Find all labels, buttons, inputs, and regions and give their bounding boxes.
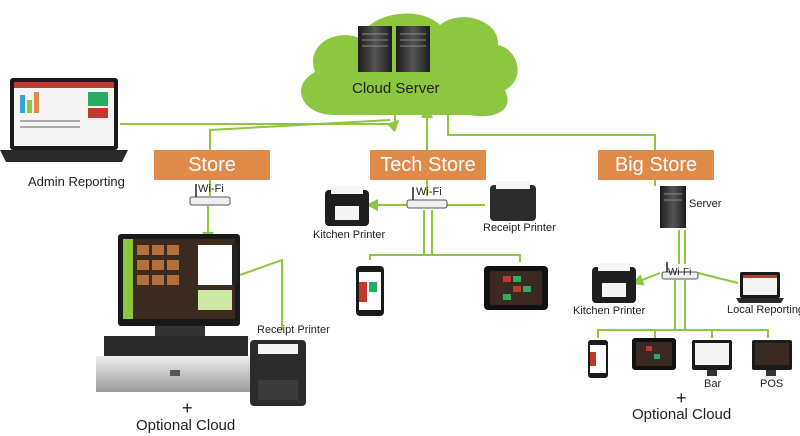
cloud-server-label: Cloud Server (352, 80, 440, 97)
wifi-router-icon (406, 187, 448, 209)
phone-icon (356, 266, 384, 316)
tech-store-box: Tech Store (370, 150, 486, 180)
store-receipt-printer-label: Receipt Printer (257, 324, 330, 336)
store-optional-cloud-label: Optional Cloud (136, 417, 236, 434)
big-store-wifi-label: Wi-Fi (668, 267, 692, 278)
big-store-optional-cloud-label: Optional Cloud (632, 406, 732, 423)
admin-reporting-label: Admin Reporting (28, 174, 125, 189)
big-store-local-reporting-label: Local Reporting (727, 304, 800, 316)
cloud-server-icon (301, 13, 518, 117)
store-wifi-label: Wi-Fi (198, 183, 224, 195)
server-icon (660, 186, 686, 228)
kitchen-printer-icon (325, 186, 369, 226)
big-store-kitchen-printer-label: Kitchen Printer (573, 305, 646, 317)
wifi-router-icon (189, 184, 231, 206)
big-store-box: Big Store (598, 150, 714, 180)
pos-terminal-icon (752, 340, 792, 376)
tech-store-wifi-label: Wi-Fi (416, 186, 442, 198)
bar-label: Bar (704, 378, 722, 390)
server-tower-icon (358, 26, 392, 72)
admin-laptop-icon (0, 78, 128, 162)
tech-store-kitchen-printer-label: Kitchen Printer (313, 229, 386, 241)
bar-terminal-icon (692, 340, 732, 376)
server-tower-icon (396, 26, 430, 72)
store-box: Store (154, 150, 270, 180)
wifi-router-icon (661, 262, 699, 280)
card-reader-icon (232, 244, 238, 284)
big-store-plus-sign: + (676, 388, 687, 408)
kitchen-printer-icon (592, 263, 636, 303)
phone-icon (588, 340, 608, 378)
store-plus-sign: + (182, 398, 193, 418)
cash-drawer-icon (96, 336, 252, 392)
pos-label: POS (760, 378, 784, 390)
tablet-icon (632, 338, 676, 370)
pos-terminal-icon (118, 234, 240, 336)
tech-store-receipt-printer-label: Receipt Printer (483, 222, 556, 234)
receipt-printer-icon (250, 340, 306, 406)
connector-lines (120, 106, 769, 338)
tablet-icon (484, 266, 548, 310)
big-store-server-label: Server (689, 198, 722, 210)
receipt-printer-icon (490, 181, 536, 221)
local-reporting-laptop-icon (736, 272, 784, 303)
